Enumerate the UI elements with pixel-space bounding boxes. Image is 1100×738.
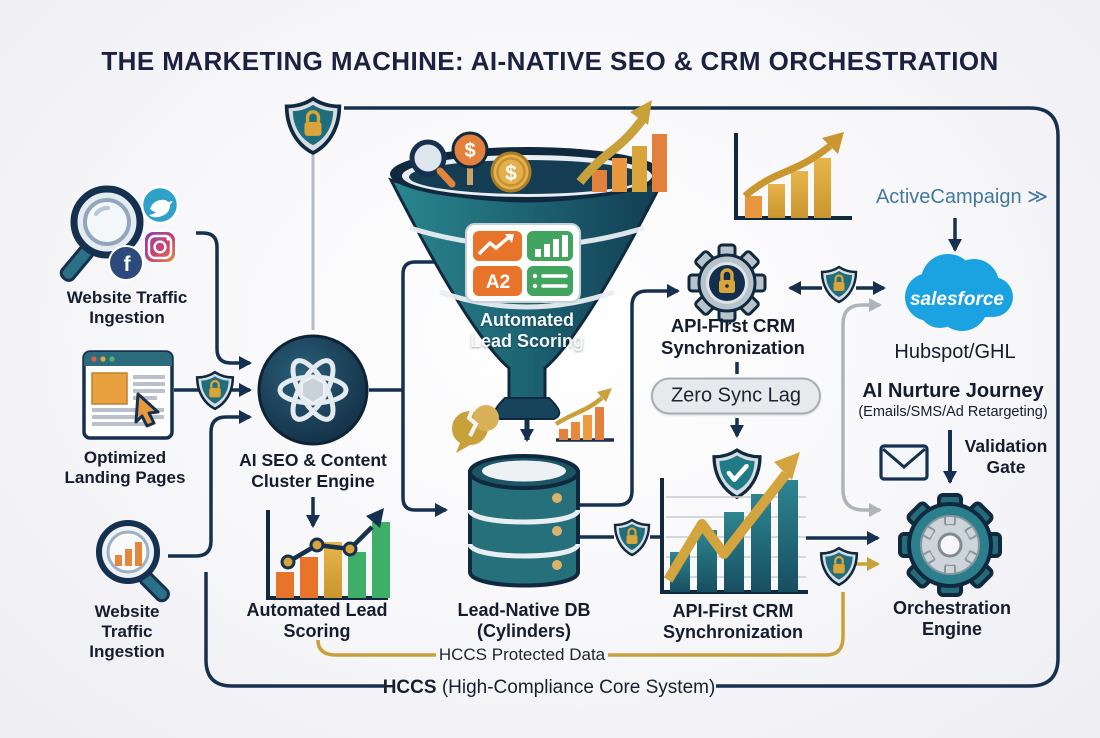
- hccs-acronym: HCCS: [382, 677, 437, 698]
- crm-growth-chart-icon: [660, 452, 808, 594]
- shield-lock-icon-landing: [195, 370, 235, 411]
- gold-coin-icon: $: [490, 151, 532, 193]
- label-website-traffic-bottom: Website Traffic Ingestion: [89, 602, 165, 662]
- hccs-protected-data-line: [316, 592, 845, 657]
- page-title: THE MARKETING MACHINE: AI-NATIVE SEO & C…: [101, 46, 999, 76]
- label-automated-lead-scoring: Automated Lead Scoring: [246, 600, 388, 642]
- crm-gear-lock-icon: [687, 243, 767, 323]
- lock-icon: [719, 268, 735, 293]
- website-traffic-bottom-icon: [96, 520, 170, 603]
- landing-page-icon: [82, 350, 174, 440]
- facebook-f: f: [124, 253, 132, 276]
- facebook-icon: f: [108, 245, 144, 281]
- label-funnel-scoring: Automated Lead Scoring: [469, 310, 585, 352]
- shield-lock-icon-orchestration: [819, 546, 859, 587]
- instagram-icon: [143, 230, 177, 264]
- twitter-icon: [140, 185, 180, 225]
- label-optimized-landing-pages: Optimized Landing Pages: [64, 448, 186, 488]
- zero-sync-lag-badge: Zero Sync Lag: [650, 377, 822, 415]
- shield-lock-icon-top: [284, 96, 342, 155]
- database-icon: [467, 454, 581, 588]
- orchestration-gear-icon: [898, 493, 1002, 597]
- salesforce-logo: salesforce: [905, 254, 1013, 331]
- mini-growth-chart-icon: [554, 388, 614, 442]
- hccs-expansion: (High-Compliance Core System): [436, 677, 716, 698]
- ai-engine-icon: [257, 334, 369, 446]
- label-validation-gate: Validation Gate: [964, 436, 1048, 477]
- svg-text:$: $: [464, 140, 475, 162]
- a2-tile: A2: [486, 272, 510, 293]
- lead-scoring-chart-icon: [266, 508, 390, 600]
- scoring-card-icon: A2: [465, 223, 581, 303]
- label-hccs-protected: HCCS Protected Data: [438, 645, 606, 664]
- cursor-icon: [134, 392, 160, 428]
- label-crm-sync-bottom: API-First CRM Synchronization: [662, 601, 803, 643]
- vertical-flow-arrows: [306, 218, 962, 528]
- funnel-search-icon: [409, 139, 456, 188]
- growth-chart-icon: [576, 100, 667, 192]
- label-orchestration-engine: Orchestration Engine: [892, 598, 1012, 640]
- search-magnifier-icon: [59, 185, 144, 282]
- label-ai-nurture: AI Nurture Journey: [862, 380, 1044, 402]
- broken-bubble-icon: [451, 405, 499, 453]
- label-activecampaign: ActiveCampaign ≫: [875, 186, 1049, 208]
- shield-lock-icon-sync: [820, 265, 858, 304]
- label-lead-native-db: Lead-Native DB (Cylinders): [457, 600, 591, 642]
- hccs-system-boundary-line: [204, 106, 1060, 688]
- salesforce-wordmark: salesforce: [910, 289, 1004, 310]
- website-traffic-top-icon: f: [59, 185, 180, 282]
- label-hubspot-ghl: Hubspot/GHL: [894, 341, 1016, 363]
- nurture-loop-line: [841, 298, 882, 517]
- envelope-icon: [879, 444, 929, 481]
- funnel-icon: $ $ A2: [388, 100, 667, 420]
- shield-lock-icon-db: [613, 518, 651, 557]
- label-ai-engine: AI SEO & Content Cluster Engine: [239, 450, 387, 491]
- label-nurture-channels: (Emails/SMS/Ad Retargeting): [858, 404, 1048, 420]
- db-crm-connectors: [580, 284, 880, 545]
- engine-split-connector: [369, 255, 450, 517]
- label-website-traffic-top: Website Traffic Ingestion: [66, 288, 188, 328]
- analytics-chart-icon: [734, 132, 852, 220]
- shield-check-icon: [712, 448, 762, 500]
- dollar-marker-icon: $: [451, 131, 489, 185]
- label-hccs-core: HCCS (High-Compliance Core System): [383, 677, 716, 699]
- svg-text:$: $: [505, 162, 517, 185]
- label-crm-sync-top: API-First CRM Synchronization: [661, 315, 805, 358]
